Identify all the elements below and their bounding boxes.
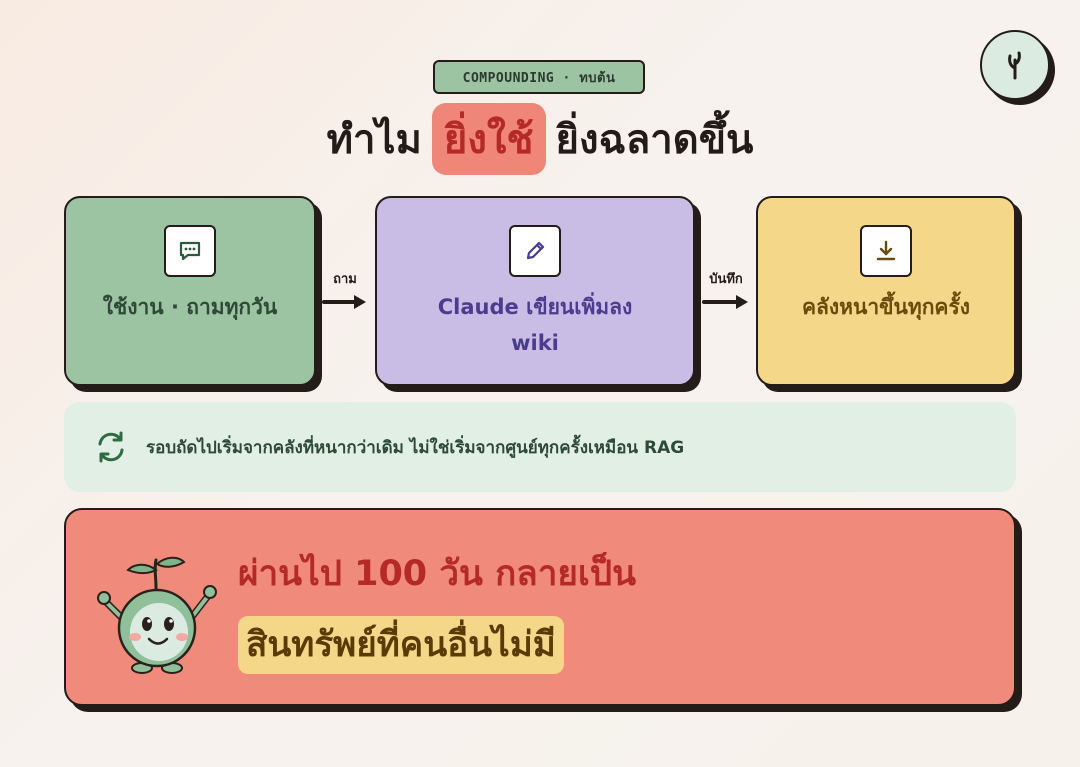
- arrow-save: บันทึก: [702, 268, 750, 311]
- step-label-write: Claude เขียนเพิ่มลง wiki: [437, 295, 633, 355]
- step-card-grow: คลังหนาขึ้นทุกครั้ง: [756, 196, 1016, 386]
- arrow-label-save: บันทึก: [709, 272, 743, 287]
- section-badge: COMPOUNDING · ทบต้น: [433, 60, 645, 94]
- arrow-right-icon: [702, 295, 748, 309]
- arrow-right-icon: [322, 295, 366, 309]
- step-card-use: ใช้งาน · ถามทุกวัน: [64, 196, 316, 386]
- loop-note: รอบถัดไปเริ่มจากคลังที่หนากว่าเดิม ไม่ใช…: [64, 402, 1016, 492]
- step-label-use: ใช้งาน · ถามทุกวัน: [102, 295, 278, 319]
- download-icon: [860, 225, 912, 277]
- loop-text: รอบถัดไปเริ่มจากคลังที่หนากว่าเดิม ไม่ใช…: [146, 437, 685, 458]
- arrow-ask: ถาม: [322, 268, 368, 311]
- title-before: ทำไม: [326, 117, 422, 163]
- pencil-icon: [509, 225, 561, 277]
- refresh-icon: [98, 431, 124, 463]
- chat-icon: [164, 225, 216, 277]
- conclusion-line-2: สินทรัพย์ที่คนอื่นไม่มี: [238, 616, 564, 674]
- step-label-grow: คลังหนาขึ้นทุกครั้ง: [801, 295, 970, 319]
- page-title: ทำไม ยิ่งใช้ ยิ่งฉลาดขึ้น: [0, 103, 1080, 175]
- step-card-write: Claude เขียนเพิ่มลง wiki: [375, 196, 695, 386]
- title-highlight: ยิ่งใช้: [431, 103, 546, 175]
- sprout-mascot-icon: [97, 556, 217, 674]
- arrow-label-ask: ถาม: [333, 272, 357, 287]
- conclusion-line-1: ผ่านไป 100 วัน กลายเป็น: [238, 554, 637, 594]
- title-after: ยิ่งฉลาดขึ้น: [555, 117, 754, 163]
- sprout-logo-icon: [980, 30, 1050, 100]
- conclusion-card: ผ่านไป 100 วัน กลายเป็น สินทรัพย์ที่คนอื…: [64, 508, 1016, 706]
